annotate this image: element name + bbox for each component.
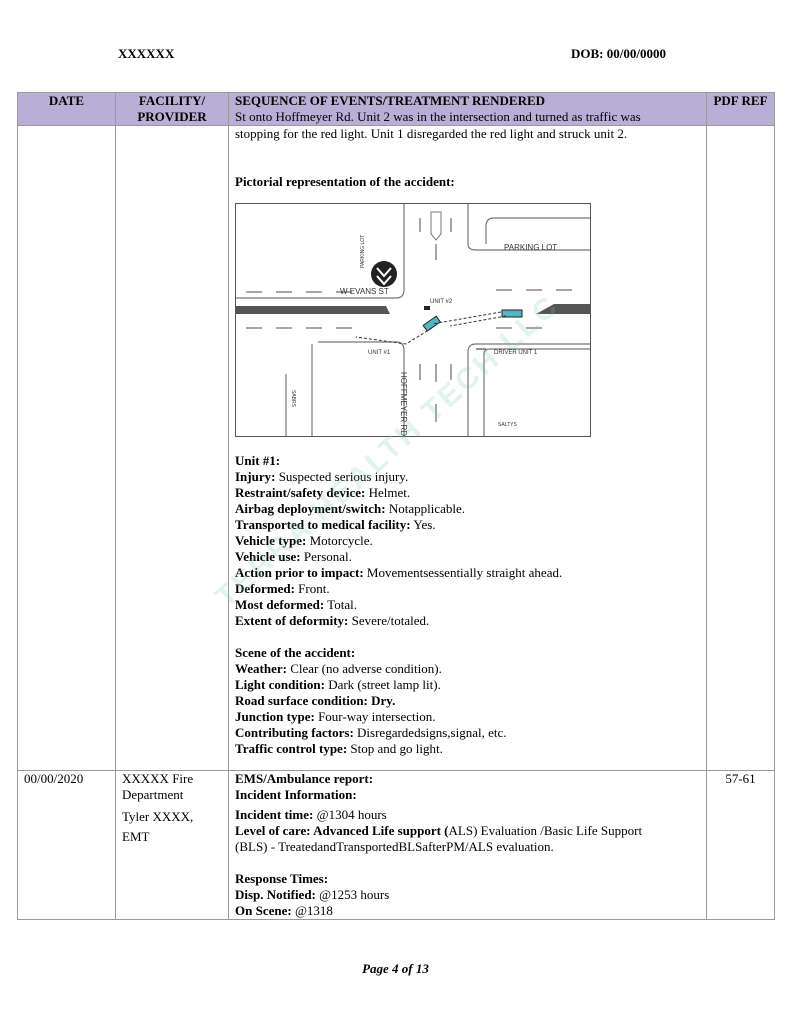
- cell-facility-empty: [115, 125, 229, 771]
- scene-field: Junction type: Four-way intersection.: [235, 709, 436, 724]
- col-header-pdf-ref: PDF REF: [706, 92, 775, 126]
- medical-chronology-table: DATE FACILITY/ PROVIDER SEQUENCE OF EVEN…: [17, 92, 775, 920]
- provider-name: Tyler XXXX,: [122, 809, 194, 824]
- unit1-field: Airbag deployment/switch: Notapplicable.: [235, 501, 466, 516]
- label-unit2: UNIT #2: [430, 299, 453, 305]
- col-header-sequence: SEQUENCE OF EVENTS/TREATMENT RENDERED St…: [228, 92, 707, 126]
- scene-field: Light condition: Dark (street lamp lit).: [235, 677, 441, 692]
- continuation-line-2: stopping for the red light. Unit 1 disre…: [235, 126, 628, 141]
- scene-field: Road surface condition: Dry.: [235, 693, 396, 708]
- table-row: 00/00/2020 XXXXX Fire Department Tyler X…: [17, 770, 775, 920]
- label-saltys: SALTYS: [498, 422, 517, 428]
- north-arrow-icon: [371, 261, 397, 287]
- label-parking-lot-side: PARKING LOT: [360, 235, 366, 268]
- provider-title: EMT: [122, 829, 150, 844]
- unit1-field: Vehicle type: Motorcycle.: [235, 533, 373, 548]
- label-road: HOFFMEYER RD: [399, 372, 408, 436]
- entry-facility: XXXXX Fire Department Tyler XXXX, EMT: [115, 770, 229, 920]
- scene-field: Weather: Clear (no adverse condition).: [235, 661, 442, 676]
- label-driver-unit1: DRIVER UNIT 1: [494, 350, 538, 356]
- unit1-field: Action prior to impact: Movementsessenti…: [235, 565, 563, 580]
- label-unit1: UNIT #1: [368, 350, 391, 356]
- unit2-vehicle-icon: [501, 309, 523, 318]
- accident-diagram: PARKING LOT PARKING LOT W EVANS ST UNIT …: [235, 203, 591, 437]
- scene-details: Weather: Clear (no adverse condition). L…: [235, 661, 700, 757]
- pictorial-heading: Pictorial representation of the accident…: [235, 174, 455, 189]
- label-parking-lot: PARKING LOT: [504, 243, 557, 252]
- scene-field: Traffic control type: Stop and go light.: [235, 741, 443, 756]
- label-street: W EVANS ST: [340, 287, 389, 296]
- col-header-facility: FACILITY/ PROVIDER: [115, 92, 229, 126]
- patient-dob: DOB: 00/00/0000: [571, 46, 666, 61]
- unit1-details: Injury: Suspected serious injury. Restra…: [235, 469, 700, 629]
- on-scene: On Scene: @1318: [235, 903, 333, 918]
- label-sabrs: SABRS: [290, 390, 296, 408]
- unit1-field: Extent of deformity: Severe/totaled.: [235, 613, 430, 628]
- page-number: Page 4 of 13: [362, 961, 429, 976]
- unit1-field: Injury: Suspected serious injury.: [235, 469, 409, 484]
- cell-date-empty: [17, 125, 116, 771]
- road-edge: [236, 204, 405, 299]
- entry-date: 00/00/2020: [17, 770, 116, 920]
- cell-sequence-continuation: stopping for the red light. Unit 1 disre…: [228, 125, 707, 771]
- patient-name: XXXXXX: [118, 46, 175, 61]
- cell-pdf-ref-empty: [706, 125, 775, 771]
- unit1-field: Deformed: Front.: [235, 581, 330, 596]
- scene-heading: Scene of the accident:: [235, 645, 356, 660]
- table-header-row: DATE FACILITY/ PROVIDER SEQUENCE OF EVEN…: [17, 92, 775, 126]
- unit1-field: Most deformed: Total.: [235, 597, 357, 612]
- table-row: stopping for the red light. Unit 1 disre…: [17, 125, 775, 771]
- unit1-vehicle-icon: [422, 315, 441, 332]
- unit1-field: Vehicle use: Personal.: [235, 549, 352, 564]
- median-right: [536, 304, 590, 314]
- level-of-care: Level of care: Advanced Life support (AL…: [235, 823, 643, 838]
- unit1-field: Restraint/safety device: Helmet.: [235, 485, 411, 500]
- scene-field: Contributing factors: Disregardedsigns,s…: [235, 725, 507, 740]
- col-header-sequence-label: SEQUENCE OF EVENTS/TREATMENT RENDERED: [235, 93, 546, 108]
- col-header-date: DATE: [17, 92, 116, 126]
- incident-time: Incident time: @1304 hours: [235, 807, 387, 822]
- response-times-heading: Response Times:: [235, 871, 329, 886]
- unit1-field: Transported to medical facility: Yes.: [235, 517, 436, 532]
- entry-sequence: EMS/Ambulance report: Incident Informati…: [228, 770, 707, 920]
- entry-pdf-ref: 57-61: [706, 770, 775, 920]
- unit1-heading: Unit #1:: [235, 453, 281, 468]
- facility-name: XXXXX Fire Department: [122, 771, 194, 802]
- median-left: [236, 306, 390, 314]
- incident-info-heading: Incident Information:: [235, 787, 357, 802]
- continuation-line-1: St onto Hoffmeyer Rd. Unit 2 was in the …: [235, 109, 641, 124]
- ems-heading: EMS/Ambulance report:: [235, 771, 374, 786]
- level-of-care-cont: (BLS) - TreatedandTransportedBLSafterPM/…: [235, 839, 554, 854]
- disp-notified: Disp. Notified: @1253 hours: [235, 887, 390, 902]
